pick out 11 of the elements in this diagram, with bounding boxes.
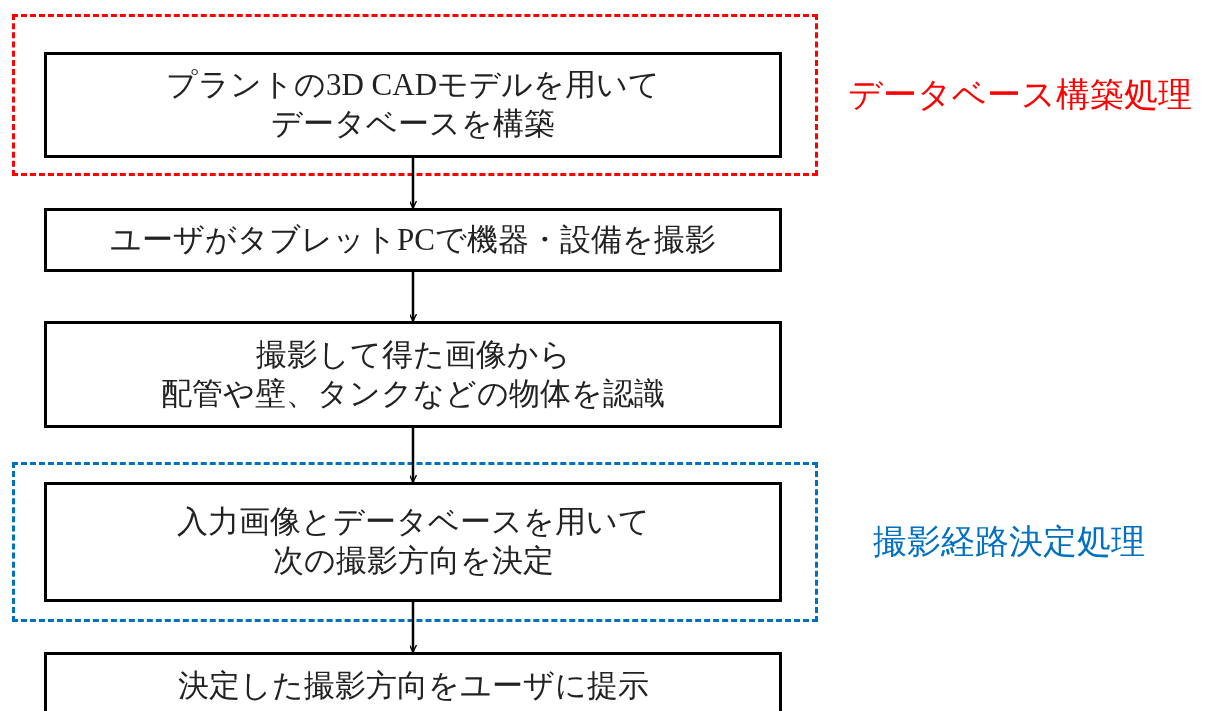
process-box: ユーザがタブレットPCで機器・設備を撮影 (44, 208, 782, 272)
arrow (408, 602, 418, 653)
process-box: 入力画像とデータベースを用いて次の撮影方向を決定 (44, 482, 782, 602)
arrow (408, 272, 418, 322)
arrow (408, 428, 418, 483)
process-box: プラントの3D CADモデルを用いてデータベースを構築 (44, 52, 782, 158)
group-heading: 撮影経路決定処理 (873, 522, 1145, 562)
process-box: 撮影して得た画像から配管や壁、タンクなどの物体を認識 (44, 321, 782, 428)
arrow (408, 158, 418, 209)
group-heading: データベース構築処理 (848, 75, 1192, 115)
process-box: 決定した撮影方向をユーザに提示 (44, 652, 782, 711)
